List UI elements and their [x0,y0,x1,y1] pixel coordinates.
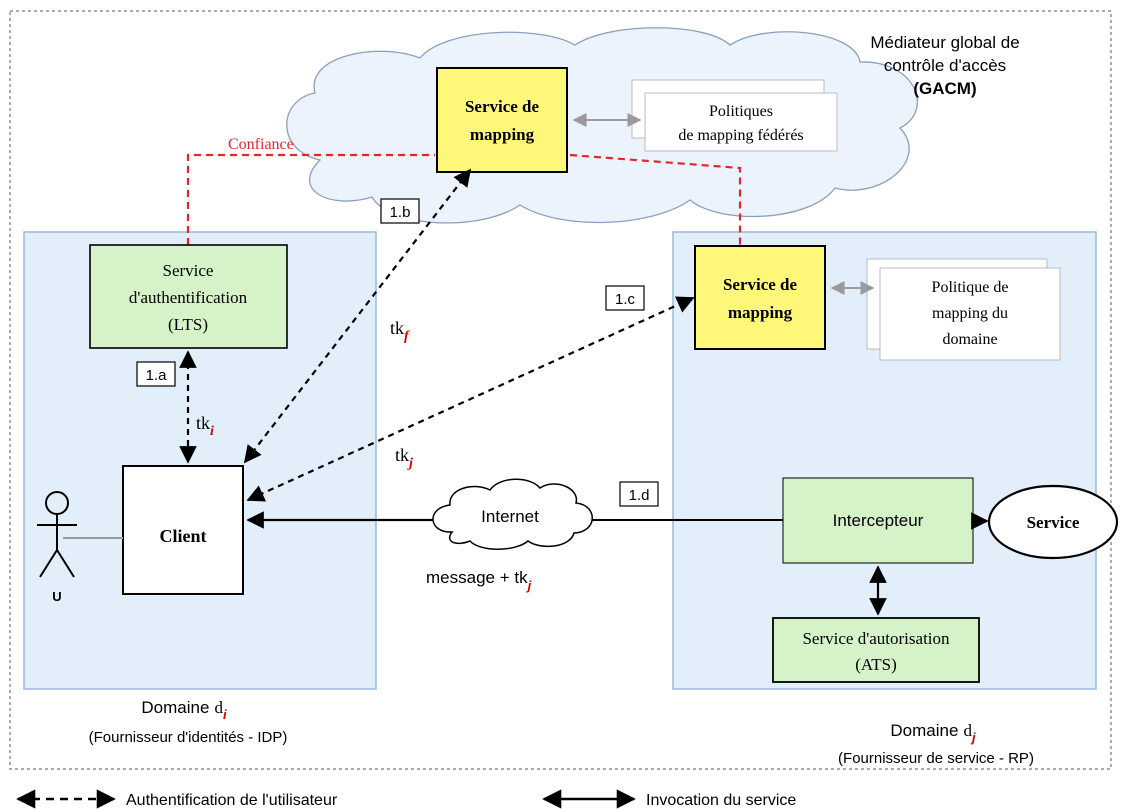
client-box [122,465,244,595]
domain-policy-line2: mapping du [932,305,1008,322]
authz-service-line2: (ATS) [855,655,897,674]
federated-policies-doc [644,92,838,152]
gacm-acronym: (GACM) [913,79,976,98]
token-tk-i: tki [196,413,214,439]
authz-service-box [772,617,980,683]
federated-mapping-line2: mapping [470,125,535,144]
step-1c-box [605,285,645,311]
legend-dashed-label: Authentification de l'utilisateur [126,792,338,809]
federated-mapping-line1: Service de [465,97,540,116]
step-1d-box [619,481,659,507]
step-1a: 1.a [146,367,168,384]
user-label: U [52,589,61,604]
service-ellipse [987,484,1119,560]
authz-service-line1: Service d'autorisation [802,629,950,648]
token-tk-f: tkf [390,318,410,344]
domain-mapping-line1: Service de [723,275,798,294]
step-1d: 1.d [629,487,650,504]
federated-mapping-service [436,67,568,173]
step-1a-box [136,361,176,387]
trust-line-right [569,153,742,245]
auth-service-line3: (LTS) [168,315,208,334]
domain-i-role: (Fournisseur d'identités - IDP) [89,729,288,746]
auth-service-line1: Service [163,261,214,280]
trust-line-left [186,153,435,245]
token-tk-j: tkj [395,445,413,471]
federated-policies-line2: de mapping fédérés [678,127,803,144]
domain-j-role: (Fournisseur de service - RP) [838,750,1034,767]
outer-frame [9,10,1112,770]
message-label: message + tkj [426,568,532,593]
domain-policy-line1: Politique de [932,279,1009,296]
domain-policy-doc [879,267,1061,361]
step-1c: 1.c [615,291,636,308]
service-label: Service [1027,513,1080,532]
interceptor-box [782,477,974,564]
user-icon [37,491,77,578]
domain-mapping-line2: mapping [728,303,793,322]
trust-label: Confiance [228,136,294,153]
gacm-line2: contrôle d'accès [884,56,1006,75]
auth-service-line2: d'authentification [129,288,248,307]
domain-mapping-service [694,245,826,350]
legend-solid-label: Invocation du service [646,792,796,809]
arrow-1c [246,296,695,502]
client-label: Client [160,526,207,546]
gacm-line1: Médiateur global de [870,33,1019,52]
interceptor-label: Intercepteur [833,511,924,530]
domain-policy-line3: domaine [942,331,997,348]
step-1b: 1.b [390,204,411,221]
step-1b-box [380,198,420,224]
federated-policies-line1: Politiques [709,103,773,120]
internet-label: Internet [481,507,539,526]
